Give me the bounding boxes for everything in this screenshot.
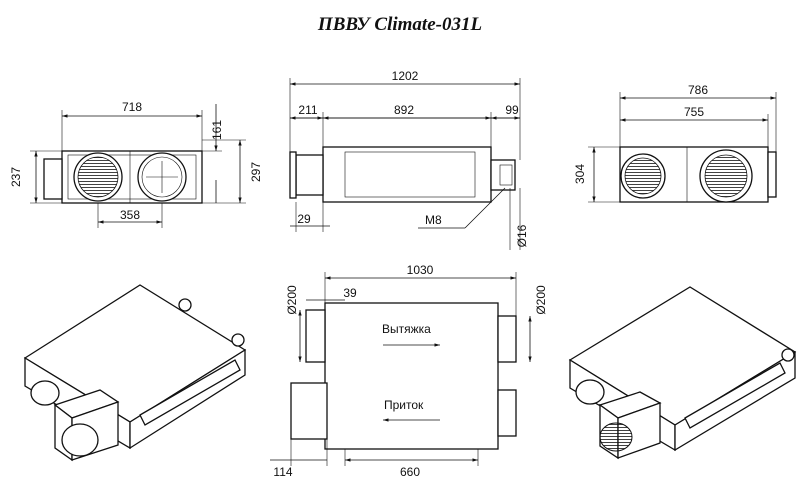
side-body [322,146,492,203]
drawing-title: ПВВУ Climate-031L [317,14,483,35]
isometric-view-right [568,286,797,460]
top-body [324,302,499,450]
side-foot-label: 29 [297,212,311,226]
side-view: 1202 211 892 99 29 M8 Ø16 [289,69,529,250]
front-width-label: 718 [122,100,142,114]
side-pipe-label: Ø16 [515,224,529,247]
side-left-ext-label: 211 [298,103,317,117]
top-length-label: 1030 [407,263,434,277]
side-bolt-label: M8 [425,213,442,227]
isometric-view-left [23,284,247,462]
front-duct-spacing-label: 358 [120,208,140,222]
top-duct-right-label: Ø200 [534,285,548,315]
end-height-label: 304 [573,164,587,184]
top-view: Вытяжка Приток 1030 39 Ø200 Ø200 114 660 [270,263,548,479]
front-height-left-label: 237 [9,167,23,187]
supply-label: Приток [384,398,424,412]
top-offset-label: 39 [343,286,357,300]
side-length-label: 1202 [392,69,419,83]
end-view: 786 755 304 [573,83,777,203]
end-inner-label: 755 [684,105,704,119]
top-duct-left-label: Ø200 [285,285,299,315]
front-view: 718 161 297 237 358 [9,100,263,228]
top-bottom-span-label: 660 [400,465,420,479]
end-outer-label: 786 [688,83,708,97]
front-depth-offset-label: 161 [210,120,224,140]
side-body-label: 892 [394,103,414,117]
side-right-ext-label: 99 [505,103,519,117]
exhaust-label: Вытяжка [382,322,431,336]
iso-left-duct-icon [61,423,99,457]
iso-right-grille-icon [599,422,633,452]
top-bottom-left-label: 114 [273,465,292,479]
front-height-right-label: 297 [249,162,263,182]
